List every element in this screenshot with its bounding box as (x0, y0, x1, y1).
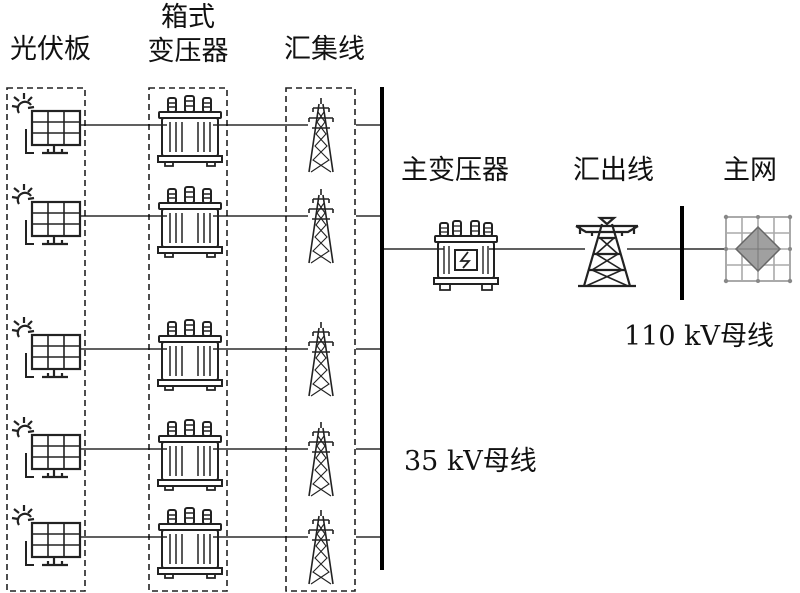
solar-panel-icon (10, 91, 82, 155)
bus-110kv-label: 110 kV母线 (624, 321, 774, 352)
main-transformer-icon (433, 220, 499, 291)
feeder-rows (10, 91, 382, 585)
main-grid-label: 主网 (723, 155, 777, 186)
transmission-tower-icon (308, 188, 334, 264)
box-transformer-label-line2: 变压器 (147, 36, 229, 67)
feeder-row (10, 182, 382, 264)
power-grid-icon (722, 213, 794, 285)
feeder-row (10, 91, 382, 173)
transformer-icon (157, 507, 223, 579)
solar-panel-icon (10, 182, 82, 246)
transmission-tower-icon (308, 97, 334, 173)
outgoing-line-label: 汇出线 (573, 155, 654, 186)
main-transformer-label: 主变压器 (401, 155, 509, 186)
pv-panel-label: 光伏板 (10, 34, 91, 65)
collector-line-label: 汇集线 (284, 34, 365, 65)
transformer-icon (157, 186, 223, 258)
feeder-row (10, 503, 382, 585)
pv-group-box (6, 87, 86, 592)
solar-panel-icon (10, 315, 82, 379)
bus-35kv-label: 35 kV母线 (404, 446, 537, 477)
box-transformer-group-box (148, 87, 228, 592)
transformer-icon (157, 95, 223, 167)
transmission-tower-icon (308, 421, 334, 497)
feeder-row (10, 415, 382, 497)
collector-line-group-box (285, 87, 356, 592)
transmission-tower-icon (308, 321, 334, 397)
box-transformer-label-line1: 箱式 (161, 2, 215, 33)
outgoing-tower-icon (574, 216, 640, 288)
transformer-icon (157, 419, 223, 491)
transformer-icon (157, 319, 223, 391)
feeder-row (10, 315, 382, 397)
solar-panel-icon (10, 503, 82, 567)
solar-panel-icon (10, 415, 82, 479)
transmission-tower-icon (308, 509, 334, 585)
